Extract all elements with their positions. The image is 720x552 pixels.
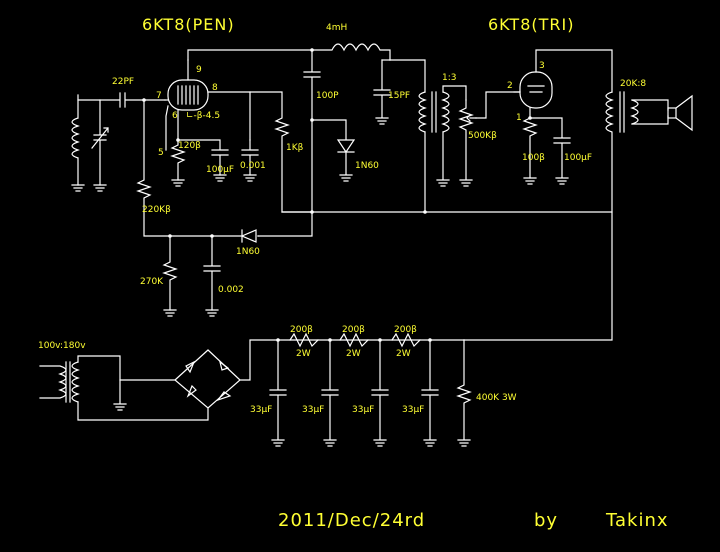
ground-symbol	[113, 379, 127, 411]
pin-1-label: 1	[516, 113, 522, 123]
bridge-rectifier	[174, 339, 465, 409]
cap-100p	[303, 49, 321, 121]
res-200-2-label: 200β	[342, 325, 365, 335]
cap-33-4-label: 33μF	[402, 405, 424, 415]
cap-100uf-tri-label: 100μF	[564, 153, 592, 163]
pin-6-label: 6	[172, 111, 178, 121]
coupling-cap-22pf	[99, 92, 166, 108]
triode-title: 6KT8(TRI)	[488, 15, 574, 34]
footer-date: 2011/Dec/24rd	[278, 510, 425, 531]
cap-33-1-label: 33μF	[250, 405, 272, 415]
diode-top-label: 1N60	[355, 161, 379, 171]
pentode-title: 6KT8(PEN)	[142, 15, 235, 34]
cap-33-3-label: 33μF	[352, 405, 374, 415]
filter-chain	[269, 332, 472, 447]
cap-33-2-label: 33μF	[302, 405, 324, 415]
watt-1-label: 2W	[296, 349, 311, 359]
inductor-4mh-label: 4mH	[326, 23, 347, 33]
speaker-icon	[667, 94, 693, 132]
pot-500k-label: 500Kβ	[468, 131, 497, 141]
pin-2-label: 2	[507, 81, 513, 91]
footer-author: Takinx	[605, 510, 669, 531]
cap-0002-label: 0.002	[218, 285, 244, 295]
res-200-3-label: 200β	[394, 325, 417, 335]
diode-1n60-bottom	[240, 229, 259, 243]
output-tx-label: 20K:8	[620, 79, 646, 89]
bplus-rail	[281, 211, 613, 341]
junction-dots	[142, 48, 532, 342]
agc-network	[162, 235, 221, 317]
grid-bias-label: ∟-β-4.5	[186, 111, 220, 121]
res-220k-label: 220Kβ	[142, 205, 171, 215]
cap-100uf-pen-label: 100μF	[206, 165, 234, 175]
watt-3-label: 2W	[396, 349, 411, 359]
res-120-label: 120β	[178, 141, 201, 151]
cap-15pf	[373, 59, 391, 125]
cap-15pf-label: 15PF	[388, 91, 410, 101]
pin-8-label: 8	[212, 83, 218, 93]
pin-3-label: 3	[539, 61, 545, 71]
resistor-1k	[249, 91, 313, 213]
pin-9-label: 9	[196, 65, 202, 75]
detector-wire	[257, 119, 313, 237]
watt-2-label: 2W	[346, 349, 361, 359]
cap-100p-label: 100P	[316, 91, 339, 101]
pin-5-label: 5	[158, 148, 164, 158]
tuning-coil	[71, 94, 109, 192]
res-100-tri-label: 100β	[522, 153, 545, 163]
pentode-tube	[164, 59, 251, 151]
power-tx-label: 100v:180v	[38, 341, 86, 351]
power-transformer	[39, 355, 209, 421]
bleeder-label: 400K 3W	[476, 393, 517, 403]
choke-4mh	[311, 43, 391, 61]
cap-0001-label: 0.001	[240, 161, 266, 171]
triode-tube	[513, 49, 613, 185]
cathode-network	[170, 139, 259, 187]
res-270k-label: 270K	[140, 277, 164, 287]
transformer-ratio-label: 1:3	[442, 73, 456, 83]
res-200-1-label: 200β	[290, 325, 313, 335]
pentode-plate-wire	[187, 49, 313, 61]
output-transformer	[605, 91, 669, 213]
diode-bottom-label: 1N60	[236, 247, 260, 257]
cap-22pf-label: 22PF	[112, 77, 134, 87]
diode-1n60-top	[311, 119, 356, 182]
res-1k-label: 1Kβ	[286, 143, 304, 153]
footer-by: by	[534, 510, 558, 531]
interstage-transformer	[389, 59, 467, 213]
pin-7-label: 7	[156, 91, 162, 101]
resistor-220k	[136, 99, 243, 237]
